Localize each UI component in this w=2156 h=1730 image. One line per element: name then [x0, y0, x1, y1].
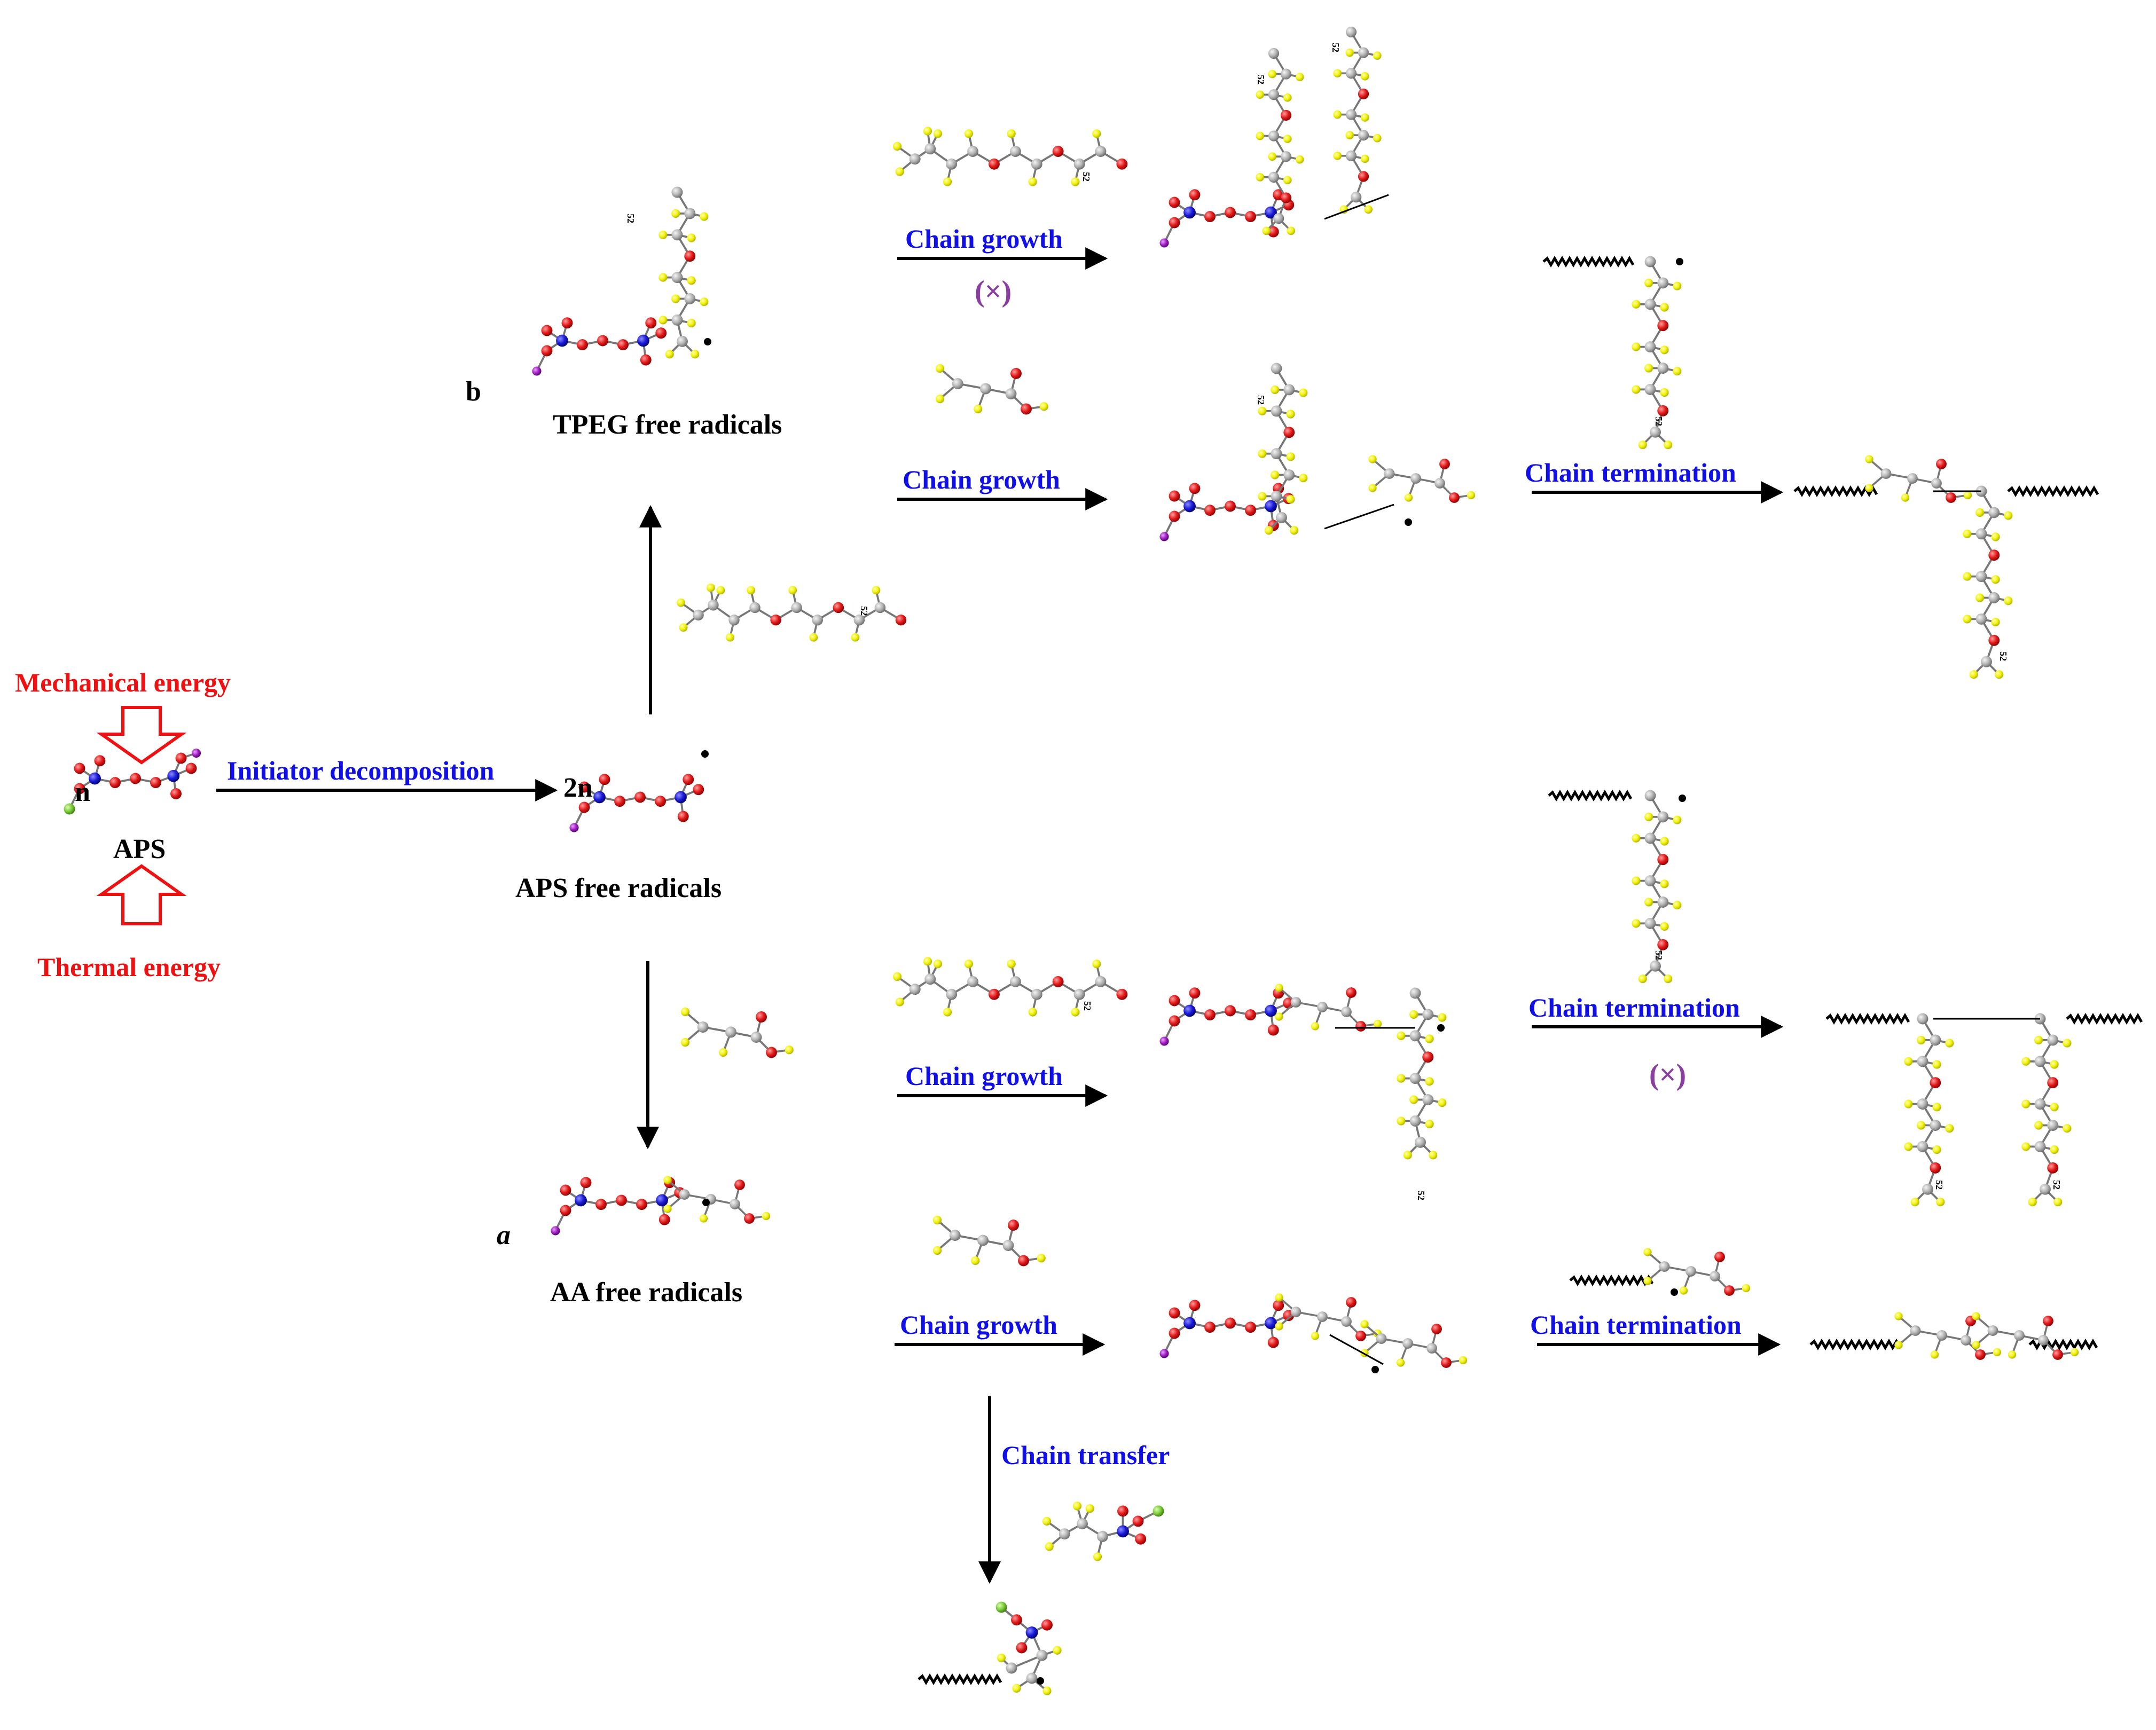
forbidden-mark-2: (×)	[1649, 1058, 1687, 1091]
termination-product-3-spring-left	[1809, 1339, 1902, 1350]
aa-radicals-label: AA free radicals	[550, 1277, 743, 1308]
growth-product-1-chain-a	[1256, 48, 1304, 235]
repeat-label: 52	[2051, 1180, 2062, 1190]
repeat-label: 52	[1998, 651, 2009, 661]
tpeg-monomer-top	[892, 127, 1128, 186]
thermal-energy-label: Thermal energy	[37, 952, 221, 982]
macro-radical-2	[1632, 790, 1682, 984]
aps-radicals-label: APS free radicals	[515, 873, 722, 903]
macro-radical-3-dot	[1671, 1288, 1678, 1296]
mechanical-energy-arrow	[96, 706, 187, 765]
repeat-label: 52	[1330, 43, 1341, 52]
growth-product-4-dot	[1371, 1366, 1379, 1373]
chain-growth-label-2: Chain growth	[903, 465, 1060, 494]
growth-product-1-bond	[1324, 194, 1389, 220]
repeat-label: 52	[1256, 75, 1266, 84]
macro-radical-1-dot	[1676, 258, 1683, 265]
chain-transfer-product	[995, 1601, 1062, 1695]
aa-monomer-2	[935, 364, 1048, 415]
chain-termination-label-3: Chain termination	[1530, 1310, 1742, 1340]
thermal-energy-arrow	[96, 864, 187, 925]
chain-transfer-label: Chain transfer	[1001, 1440, 1170, 1470]
growth-product-3-initiator	[1159, 987, 1295, 1046]
aps-coefficient: n	[75, 777, 90, 807]
chain-growth-label-4: Chain growth	[900, 1310, 1057, 1340]
tpeg-radical-dot	[704, 338, 711, 345]
termination-product-2-chain-a	[1904, 1013, 1954, 1207]
termination-product-2-chain-b	[2021, 1013, 2072, 1207]
chain-growth-label-3: Chain growth	[905, 1061, 1063, 1091]
repeat-label: 52	[1256, 395, 1266, 405]
growth-product-2-acid	[1368, 455, 1476, 503]
termination-product-2-spring-left	[1825, 1013, 1910, 1025]
tpeg-radicals-label: TPEG free radicals	[553, 410, 782, 440]
growth-product-3-acid	[1275, 984, 1382, 1032]
chain-transfer-product-dot	[1037, 1677, 1044, 1685]
macro-radical-spring-2	[1548, 790, 1633, 801]
macro-radical-spring-3	[1569, 1275, 1654, 1286]
growth-product-2-initiator	[1159, 483, 1295, 541]
growth-product-1-chain-b	[1333, 26, 1382, 214]
repeat-label: 52	[1081, 172, 1092, 182]
aa-radical-dot	[702, 1199, 710, 1206]
tpeg-monomer-3	[892, 957, 1128, 1017]
aps-radical-coefficient: 2n	[563, 773, 593, 803]
aps-molecule	[64, 748, 201, 815]
reaction-arrows	[216, 247, 1784, 1584]
repeat-label: 52	[1653, 950, 1664, 960]
repeat-label: 52	[625, 214, 636, 223]
chain-transfer-product-spring	[918, 1673, 1002, 1685]
aa-monomer-4	[932, 1215, 1046, 1267]
aa-monomer-center	[680, 1007, 794, 1058]
growth-product-3-chain	[1397, 987, 1447, 1160]
growth-product-4-acid-b	[1360, 1320, 1468, 1368]
macro-radical-spring-1	[1542, 256, 1635, 268]
tpeg-radical-initiator	[532, 317, 667, 376]
repeat-label: 52	[1082, 1001, 1093, 1011]
polymer-chain-segments	[918, 256, 2143, 1685]
macro-radical-3-acid	[1643, 1248, 1751, 1296]
growth-product-2-bond	[1324, 504, 1394, 530]
tpeg-monomer-center	[677, 583, 907, 642]
growth-product-4-initiator	[1159, 1300, 1295, 1358]
termination-product-2-spring-right	[2066, 1013, 2143, 1025]
termination-product-1-spring-left	[1793, 485, 1878, 497]
growth-product-4-acid-a	[1275, 1293, 1382, 1341]
aa-radical-acid	[663, 1176, 771, 1224]
repeat-label: 52	[1934, 1180, 1945, 1190]
chain-termination-label-2: Chain termination	[1528, 993, 1740, 1023]
termination-product-3-acid-a	[1894, 1312, 2002, 1360]
initiator-decomposition-label: Initiator decomposition	[227, 756, 495, 785]
growth-product-1-initiator	[1159, 189, 1295, 248]
termination-product-1-spring-right	[2007, 485, 2099, 497]
growth-product-3-dot	[1437, 1024, 1445, 1032]
repeat-label: 52	[859, 606, 869, 616]
chain-termination-label-1: Chain termination	[1525, 458, 1736, 487]
tpeg-radical-sidechain	[658, 186, 709, 359]
growth-product-4-bond	[1329, 1334, 1384, 1365]
aps-label: APS	[113, 834, 166, 864]
path-b-label: b	[466, 376, 481, 407]
termination-product-1-acid	[1865, 455, 1972, 503]
macro-radical-2-dot	[1679, 795, 1686, 802]
repeat-label: 52	[1653, 416, 1664, 426]
growth-product-2-chain	[1258, 363, 1308, 535]
termination-product-1-chain	[1963, 485, 2013, 679]
mechanical-energy-label: Mechanical energy	[15, 667, 231, 697]
growth-product-2-dot	[1405, 518, 1412, 526]
aps-radical-molecule	[569, 774, 704, 832]
repeat-label: 52	[1416, 1191, 1426, 1200]
molecule-models	[64, 26, 2079, 1695]
forbidden-mark-1: (×)	[975, 275, 1012, 308]
radical-dots: 52 52 52 52 52 52 52 52 52 52 52 52 52	[625, 43, 2062, 1685]
aa-radical-initiator	[551, 1177, 686, 1236]
path-a-label: a	[497, 1220, 511, 1251]
chain-transfer-agent	[1042, 1501, 1164, 1561]
chain-growth-label-1: Chain growth	[905, 224, 1063, 254]
aps-radical-dot	[701, 750, 709, 758]
termination-product-3-acid-b	[1972, 1312, 2079, 1360]
macro-radical-1	[1632, 256, 1682, 450]
